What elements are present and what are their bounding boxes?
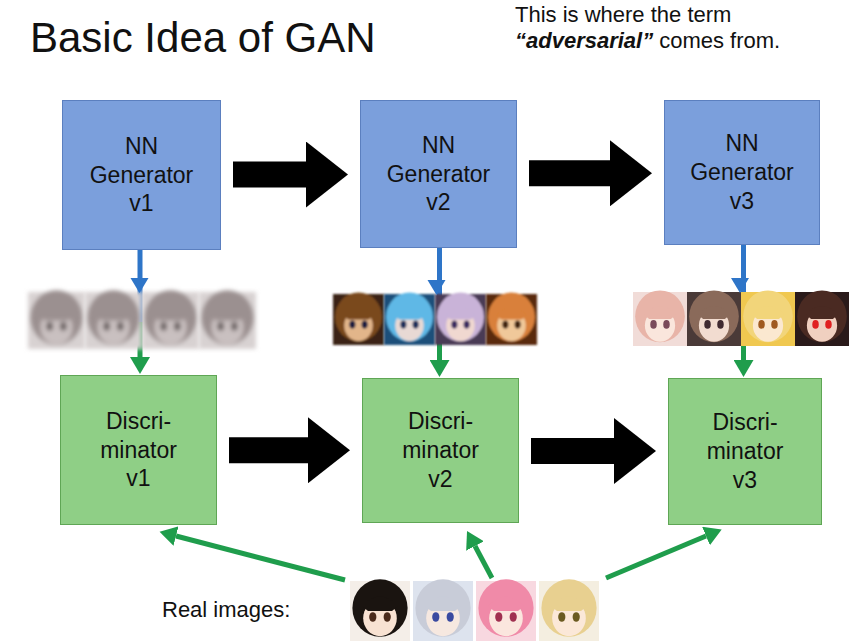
box-text: NN Generator v1 [81, 132, 202, 218]
generated-face [539, 579, 599, 641]
version-arrow [233, 162, 306, 188]
blue-arrowhead [131, 278, 149, 293]
blue-arrowhead [731, 278, 749, 293]
generator-box: NN Generator v1 [62, 100, 221, 250]
generated-face [795, 290, 849, 346]
real-images-label: Real images: [162, 597, 290, 623]
version-arrow [229, 437, 308, 463]
generated-face [476, 579, 536, 641]
generated-face [333, 292, 384, 345]
generated-face [85, 290, 142, 349]
discriminator-box: Discri- minator v3 [668, 378, 822, 525]
generated-face [350, 579, 410, 641]
note-emphasis: “adversarial” [515, 28, 653, 54]
note-text: comes from. [659, 28, 780, 54]
generated-face [687, 290, 741, 346]
discriminator-box: Discri- minator v2 [362, 378, 519, 523]
green-arrow [606, 536, 706, 578]
generated-face [28, 290, 85, 349]
slide-title: Basic Idea of GAN [30, 14, 376, 62]
version-arrow [531, 438, 614, 464]
generated-face [486, 292, 537, 345]
generator-box: NN Generator v3 [664, 100, 820, 245]
box-text: NN Generator v3 [683, 129, 801, 215]
generated-face [633, 290, 687, 346]
note-text: This is where the term [515, 2, 731, 28]
box-text: Discri- minator v2 [388, 407, 493, 493]
box-text: Discri- minator v1 [86, 407, 191, 493]
image-strips [28, 278, 849, 641]
version-arrow [529, 160, 610, 186]
generated-face [384, 292, 435, 345]
generator-box: NN Generator v2 [360, 100, 517, 248]
green-arrow [176, 536, 345, 580]
generated-face [142, 290, 199, 349]
generated-face [413, 579, 473, 641]
blue-arrowhead [428, 280, 446, 295]
generated-face [199, 290, 256, 349]
green-arrow [475, 546, 492, 578]
box-text: Discri- minator v3 [694, 408, 796, 494]
generated-face [741, 290, 795, 346]
box-text: NN Generator v2 [379, 131, 498, 217]
generated-face [435, 292, 486, 345]
real-image-arrows [176, 536, 706, 580]
discriminator-box: Discri- minator v1 [60, 375, 217, 525]
